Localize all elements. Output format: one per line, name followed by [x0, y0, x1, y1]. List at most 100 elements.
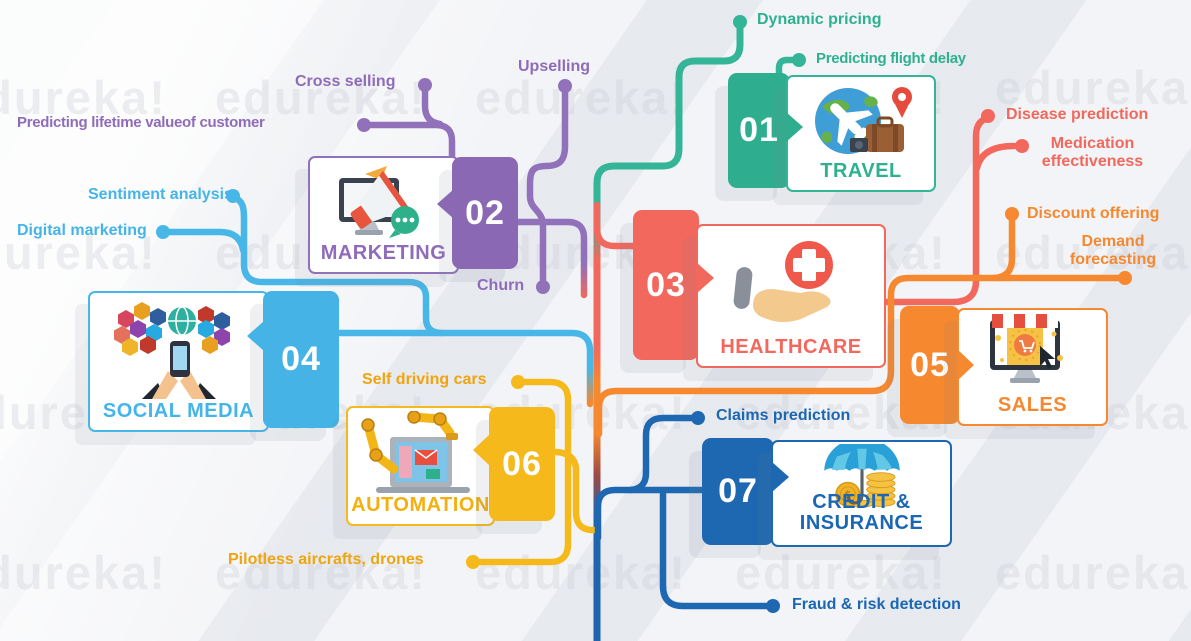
- label-medication-effectiveness: Medication effectiveness: [1041, 135, 1144, 170]
- branch-dot: [536, 280, 550, 294]
- label-demand-forecasting: Demand forecasting: [1069, 233, 1157, 268]
- svg-text:$: $: [844, 490, 851, 501]
- social-media-card: SOCIAL MEDIA: [88, 291, 269, 432]
- travel-globe-plane-icon: [815, 86, 912, 154]
- travel-card: TRAVEL: [786, 75, 936, 192]
- healthcare-number: 03: [646, 265, 686, 304]
- watermark-text: edureka!: [475, 71, 687, 124]
- marketing-megaphone-icon: [338, 166, 419, 238]
- sales-title: SALES: [997, 394, 1068, 416]
- credit-title-line1: CREDIT &: [812, 490, 911, 513]
- watermark-text: edureka!: [215, 71, 427, 124]
- branch-dot: [511, 375, 525, 389]
- branch-dot: [357, 118, 371, 132]
- credit-trunk-line: [594, 486, 705, 542]
- social-digital-line: [159, 228, 247, 254]
- watermark-text: edureka!: [475, 546, 687, 599]
- healthcare-number-block: 03: [633, 210, 699, 360]
- credit-fraud-line: [659, 489, 774, 610]
- automation-number-block: 06: [489, 407, 555, 521]
- healthcare-arrow-icon: [697, 263, 714, 293]
- social-network-phone-icon: [113, 301, 230, 399]
- watermark-text: edureka!: [0, 226, 157, 279]
- branch-dot: [792, 53, 806, 67]
- credit-insurance-arrow-icon: [772, 462, 789, 492]
- marketing-number: 02: [465, 193, 505, 232]
- label-claims-prediction: Claims prediction: [716, 407, 851, 424]
- trunk-line: [593, 24, 744, 641]
- label-pilotless-aircrafts-drones: Pilotless aircrafts, drones: [228, 551, 424, 568]
- travel-flight-delay-line: [775, 56, 800, 81]
- sales-discount-line: [990, 217, 1016, 282]
- marketing-card: MARKETING: [308, 156, 459, 274]
- watermark-text: edureka!: [995, 226, 1191, 279]
- credit-title-line2: INSURANCE: [799, 512, 924, 535]
- marketing-trunk-line: [514, 218, 588, 299]
- label-disease-prediction: Disease prediction: [1006, 106, 1149, 123]
- watermark-text: edureka!: [215, 546, 427, 599]
- branch-dot: [691, 411, 705, 425]
- social-media-number-block: 04: [263, 291, 339, 428]
- travel-number-block: 01: [728, 73, 790, 188]
- travel-arrow-icon: [786, 112, 803, 142]
- label-dynamic-pricing: Dynamic pricing: [757, 11, 882, 28]
- social-media-number: 04: [281, 340, 321, 378]
- healthcare-medication-line: [973, 142, 1018, 172]
- branch-dot: [766, 599, 780, 613]
- label-predicting-lifetime-value: Predicting lifetime valueof customer: [17, 114, 265, 131]
- healthcare-trunk-elbow: [593, 201, 638, 250]
- branch-dot: [558, 79, 572, 93]
- sales-online-store-icon: [989, 314, 1063, 383]
- label-fraud-risk-detection: Fraud & risk detection: [792, 596, 961, 613]
- branch-dot: [1118, 271, 1132, 285]
- social-media-title: SOCIAL MEDIA: [102, 400, 255, 422]
- automation-title: AUTOMATION: [351, 494, 490, 516]
- healthcare-hand-cross-icon: [733, 241, 833, 322]
- automation-trunk-line: [552, 448, 601, 534]
- marketing-upselling-churn-line: [526, 88, 569, 284]
- watermark-text: edureka!: [995, 546, 1191, 599]
- branch-dot: [733, 15, 747, 29]
- sales-labels-line: [595, 274, 1129, 438]
- label-discount-offering: Discount offering: [1027, 205, 1160, 222]
- social-trunk-line: [336, 329, 594, 408]
- marketing-number-block: 02: [452, 157, 518, 269]
- automation-number: 06: [502, 444, 542, 483]
- credit-insurance-title: CREDIT & INSURANCE: [773, 490, 950, 535]
- sales-number-block: 05: [900, 306, 960, 424]
- label-self-driving-cars: Self driving cars: [362, 371, 487, 388]
- sales-number: 05: [910, 345, 950, 384]
- branch-dot: [226, 189, 240, 203]
- automation-arrow-icon: [473, 435, 489, 465]
- travel-title: TRAVEL: [820, 160, 902, 182]
- marketing-arrow-icon: [437, 189, 454, 219]
- credit-insurance-number: 07: [718, 472, 758, 510]
- automation-card: AUTOMATION: [346, 406, 495, 526]
- credit-insurance-card: $ CREDIT & INSURANCE: [771, 440, 952, 547]
- watermark-text: edureka!: [0, 546, 167, 599]
- label-cross-selling: Cross selling: [295, 73, 396, 90]
- credit-claims-line: [626, 414, 702, 494]
- label-predicting-flight-delay: Predicting flight delay: [816, 50, 966, 67]
- marketing-cross-selling-line: [421, 87, 444, 128]
- label-sentiment-analysis: Sentiment analysis: [88, 186, 233, 203]
- sales-card: SALES: [957, 308, 1108, 426]
- travel-number: 01: [739, 111, 779, 149]
- automation-labels-line: [472, 378, 572, 566]
- watermark-text: edureka!: [0, 71, 167, 124]
- branch-dot: [1015, 139, 1029, 153]
- label-upselling: Upselling: [518, 58, 591, 75]
- branch-dot: [418, 78, 432, 92]
- label-churn: Churn: [477, 277, 525, 294]
- branch-dot: [156, 225, 170, 239]
- sales-arrow-icon: [958, 350, 974, 380]
- healthcare-card: HEALTHCARE: [696, 224, 886, 368]
- marketing-title: MARKETING: [320, 242, 447, 264]
- healthcare-title: HEALTHCARE: [720, 336, 862, 358]
- social-sentiment-line: [229, 193, 446, 337]
- credit-insurance-number-block: 07: [702, 438, 774, 545]
- marketing-lifetime-line: [360, 121, 456, 164]
- branch-dot: [1005, 207, 1019, 221]
